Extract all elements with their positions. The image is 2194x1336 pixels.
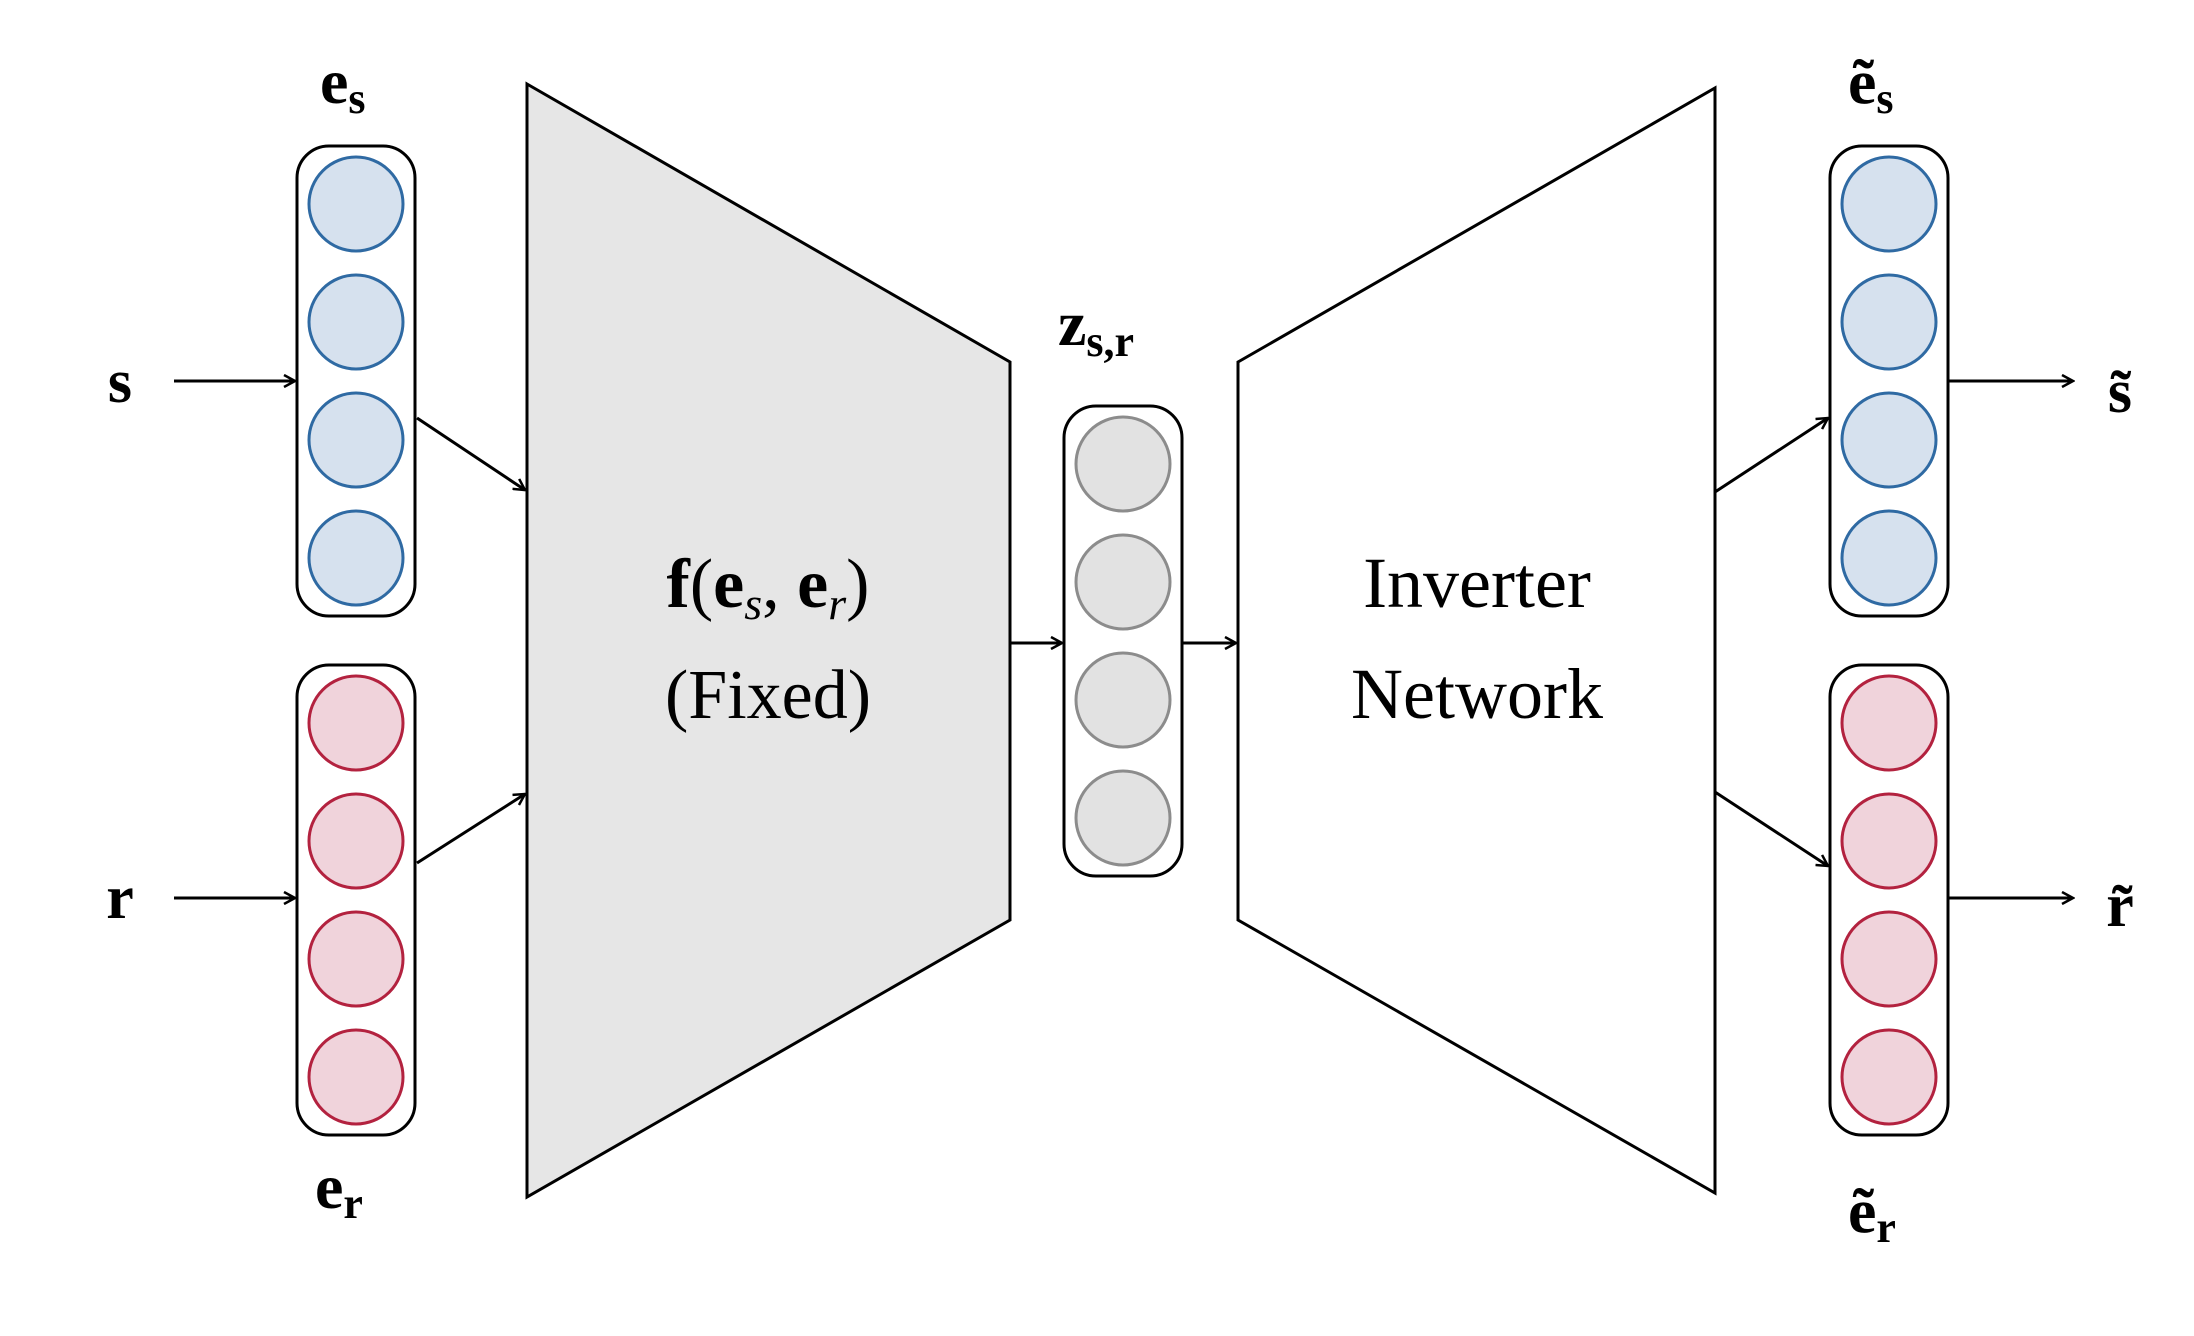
s-input-label: s [108, 348, 132, 416]
es-label: es [320, 46, 366, 123]
er-reconstruction-label: ẽr [1848, 1175, 1896, 1252]
red-neuron-icon [307, 674, 405, 772]
es-reconstruction-nodes [1840, 155, 1938, 607]
es-reconstruction-label: ẽs [1848, 46, 1894, 123]
red-neuron-icon [1840, 910, 1938, 1008]
latent-label: zs,r [1058, 288, 1134, 366]
blue-neuron-icon [307, 273, 405, 371]
er-reconstruction-nodes [1840, 674, 1938, 1126]
s-output-label: s̃ [2108, 358, 2132, 426]
latent-nodes [1074, 415, 1172, 867]
es-to-encoder-arrow [416, 416, 525, 490]
encoder-block [525, 81, 1012, 1200]
encoder-fixed-label: (Fixed) [665, 657, 871, 734]
blue-neuron-icon [307, 391, 405, 489]
red-neuron-icon [307, 792, 405, 890]
red-neuron-icon [1840, 674, 1938, 772]
er-to-encoder-arrow [416, 794, 525, 865]
blue-neuron-icon [1840, 155, 1938, 253]
red-neuron-icon [307, 1028, 405, 1126]
er-reconstruction-stack [1828, 663, 1950, 1137]
blue-neuron-icon [307, 155, 405, 253]
blue-neuron-icon [1840, 391, 1938, 489]
gray-neuron-icon [1074, 533, 1172, 631]
latent-stack [1062, 404, 1184, 878]
es-nodes [307, 155, 405, 607]
red-neuron-icon [1840, 1028, 1938, 1126]
er-embedding-stack [295, 663, 417, 1137]
red-neuron-icon [1840, 792, 1938, 890]
red-neuron-icon [307, 910, 405, 1008]
er-nodes [307, 674, 405, 1126]
decoder-to-er-arrow [1714, 790, 1828, 866]
gray-neuron-icon [1074, 769, 1172, 867]
er-label: er [315, 1151, 363, 1228]
gray-neuron-icon [1074, 651, 1172, 749]
es-embedding-stack [295, 144, 417, 618]
r-input-label: r [106, 864, 134, 932]
decoder-label-line2: Network [1351, 654, 1603, 734]
gray-neuron-icon [1074, 415, 1172, 513]
decoder-label-line1: Inverter [1363, 543, 1591, 623]
decoder-to-es-arrow [1714, 418, 1828, 494]
blue-neuron-icon [1840, 509, 1938, 607]
r-output-label: r̃ [2106, 872, 2134, 940]
encoder-function-label: f(es, er) [667, 546, 870, 629]
inverter-network-block [1236, 85, 1717, 1196]
blue-neuron-icon [307, 509, 405, 607]
blue-neuron-icon [1840, 273, 1938, 371]
